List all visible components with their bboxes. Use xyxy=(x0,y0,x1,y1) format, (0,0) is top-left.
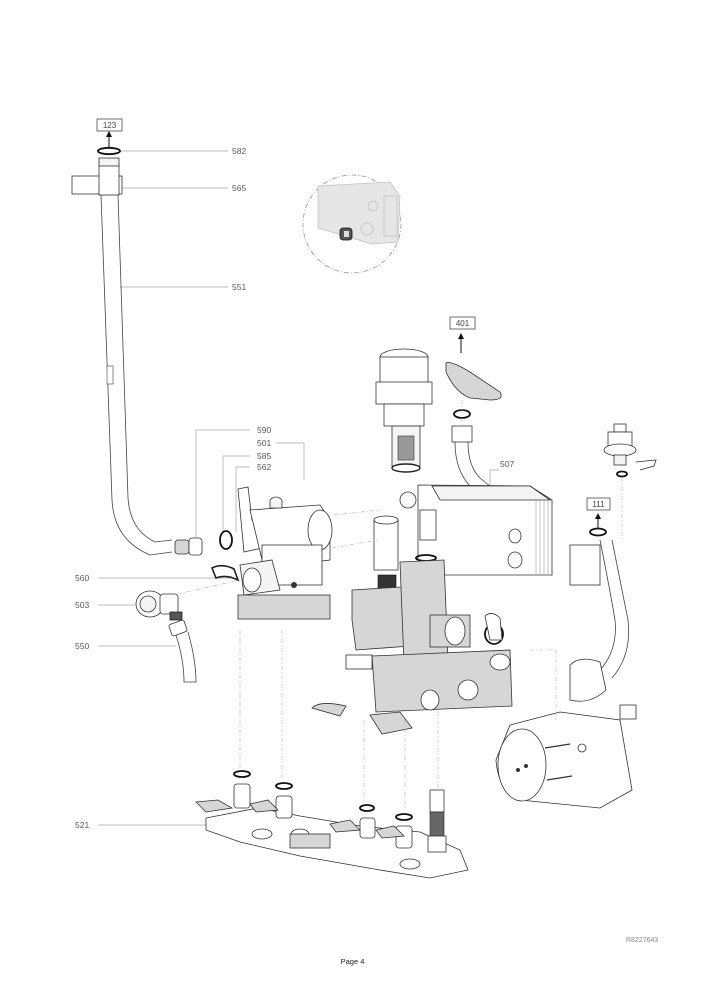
part-label-501: 501 xyxy=(257,438,271,448)
hydraulic-block xyxy=(311,509,513,735)
reference-label-123: 123 xyxy=(103,121,117,130)
drawing-reference-number: R8227643 xyxy=(626,937,659,944)
clip-560 xyxy=(210,564,240,582)
o-ring-582 xyxy=(97,146,121,156)
part-label-551: 551 xyxy=(232,282,246,292)
part-label-590: 590 xyxy=(257,425,271,435)
hose-550 xyxy=(168,619,197,683)
drain-valve-detail xyxy=(339,227,353,241)
part-label-565: 565 xyxy=(232,183,246,193)
reference-label-111: 111 xyxy=(592,500,605,509)
part-label-503: 503 xyxy=(75,600,89,610)
bottom-connectors xyxy=(195,770,447,853)
air-vent-503 xyxy=(135,590,183,621)
o-ring-111 xyxy=(589,527,607,537)
connector-590 xyxy=(174,537,203,556)
part-label-562: 562 xyxy=(257,462,271,472)
cover-401 xyxy=(445,362,502,419)
detail-inset-circle xyxy=(302,174,402,274)
reference-box-111: 111 xyxy=(586,497,611,528)
page-number: Page 4 xyxy=(340,957,365,966)
diverter-valve-motor xyxy=(375,348,433,473)
part-label-521: 521 xyxy=(75,820,89,830)
part-label-582: 582 xyxy=(232,146,246,156)
pressure-switch xyxy=(603,423,657,478)
reference-label-401: 401 xyxy=(456,319,470,328)
o-ring-585 xyxy=(219,530,233,550)
part-label-560: 560 xyxy=(75,573,89,583)
bottom-plate-521 xyxy=(205,807,469,879)
valve-body-501 xyxy=(237,486,333,620)
plate-heat-exchanger-507 xyxy=(399,425,553,576)
arrow-up-icon xyxy=(595,513,601,519)
reference-box-123: 123 xyxy=(96,118,123,147)
clip-565 xyxy=(71,157,123,196)
assembly-centerlines xyxy=(177,400,623,810)
pipe-551 xyxy=(100,194,173,556)
part-label-550: 550 xyxy=(75,641,89,651)
arrow-up-icon xyxy=(106,131,112,137)
part-label-507: 507 xyxy=(500,459,514,469)
part-labels: 582 565 551 590 501 585 562 507 588 560 … xyxy=(75,146,514,830)
arrow-up-icon xyxy=(458,333,464,339)
circulation-pump xyxy=(495,539,637,809)
leader-lines xyxy=(98,150,513,826)
reference-box-401: 401 xyxy=(449,316,476,353)
part-label-585: 585 xyxy=(257,451,271,461)
